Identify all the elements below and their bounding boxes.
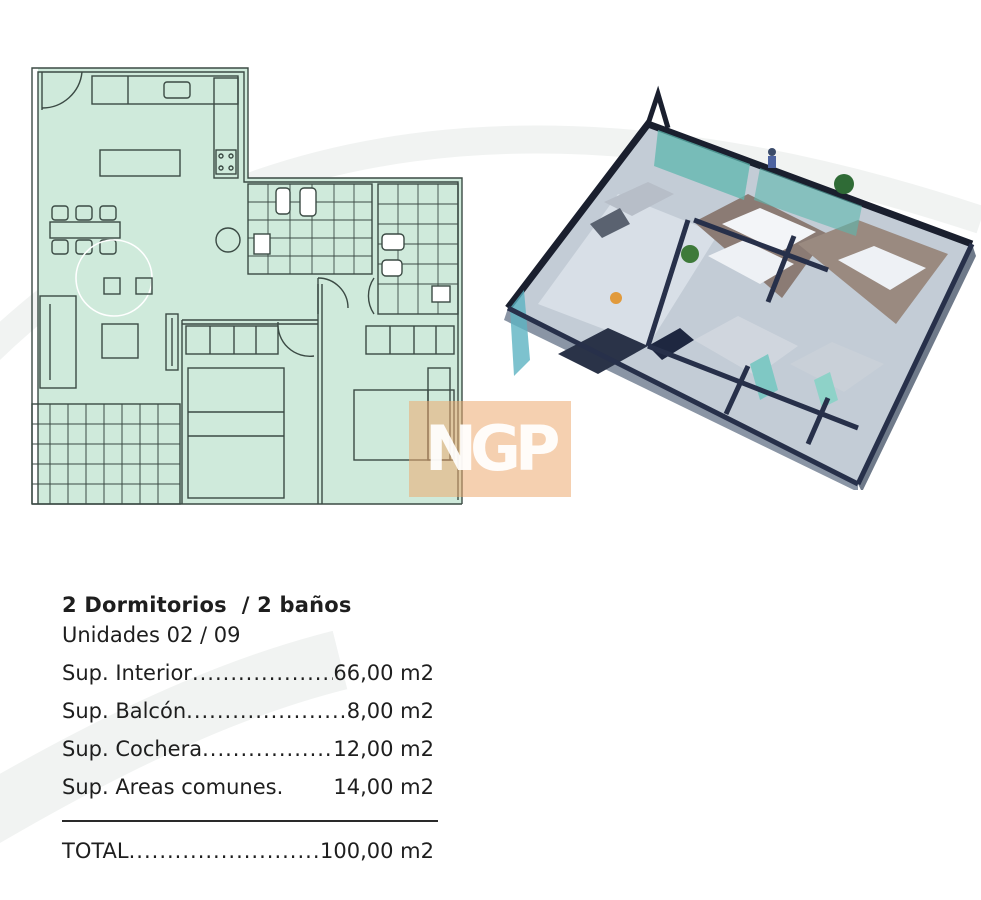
watermark-letter-p: P	[515, 412, 561, 485]
leader-dots: ........................................…	[202, 737, 333, 761]
spec-value: 66,00 m2	[333, 661, 434, 685]
unit-title: 2 Dormitorios / 2 baños	[62, 593, 352, 617]
unit-numbers: Unidades 02 / 09	[62, 623, 241, 647]
leader-dots: ........................................…	[191, 661, 333, 685]
unit-specs: 2 Dormitorios / 2 baños Unidades 02 / 09…	[62, 590, 442, 870]
ngp-watermark: N G P	[409, 401, 571, 497]
floor-plan	[31, 67, 463, 505]
leader-dots	[283, 768, 333, 806]
leader-dots: ........................................…	[186, 699, 347, 723]
watermark-letter-g: G	[470, 412, 521, 485]
total-value: 100,00 m2	[320, 839, 434, 863]
spec-label: Sup. Areas comunes.	[62, 775, 284, 799]
spec-row-areas-comunes: Sup. Areas comunes. 14,00 m2	[62, 768, 434, 806]
watermark-letter-n: N	[425, 412, 477, 485]
spec-label: Sup. Cochera	[62, 737, 203, 761]
apartment-3d-render	[504, 85, 976, 490]
spec-label: Sup. Interior	[62, 661, 192, 685]
total-label: TOTAL	[62, 839, 129, 863]
leader-dots: ........................................…	[128, 839, 321, 863]
spec-row-balcon: Sup. Balcón ............................…	[62, 692, 434, 730]
total-divider	[62, 820, 438, 822]
spec-row-cochera: Sup. Cochera ...........................…	[62, 730, 434, 768]
spec-label: Sup. Balcón	[62, 699, 187, 723]
spec-row-interior: Sup. Interior ..........................…	[62, 654, 434, 692]
spec-value: 12,00 m2	[333, 737, 434, 761]
spec-row-total: TOTAL ..................................…	[62, 832, 434, 870]
spec-value: 14,00 m2	[333, 775, 434, 799]
spec-value: 8,00 m2	[346, 699, 434, 723]
